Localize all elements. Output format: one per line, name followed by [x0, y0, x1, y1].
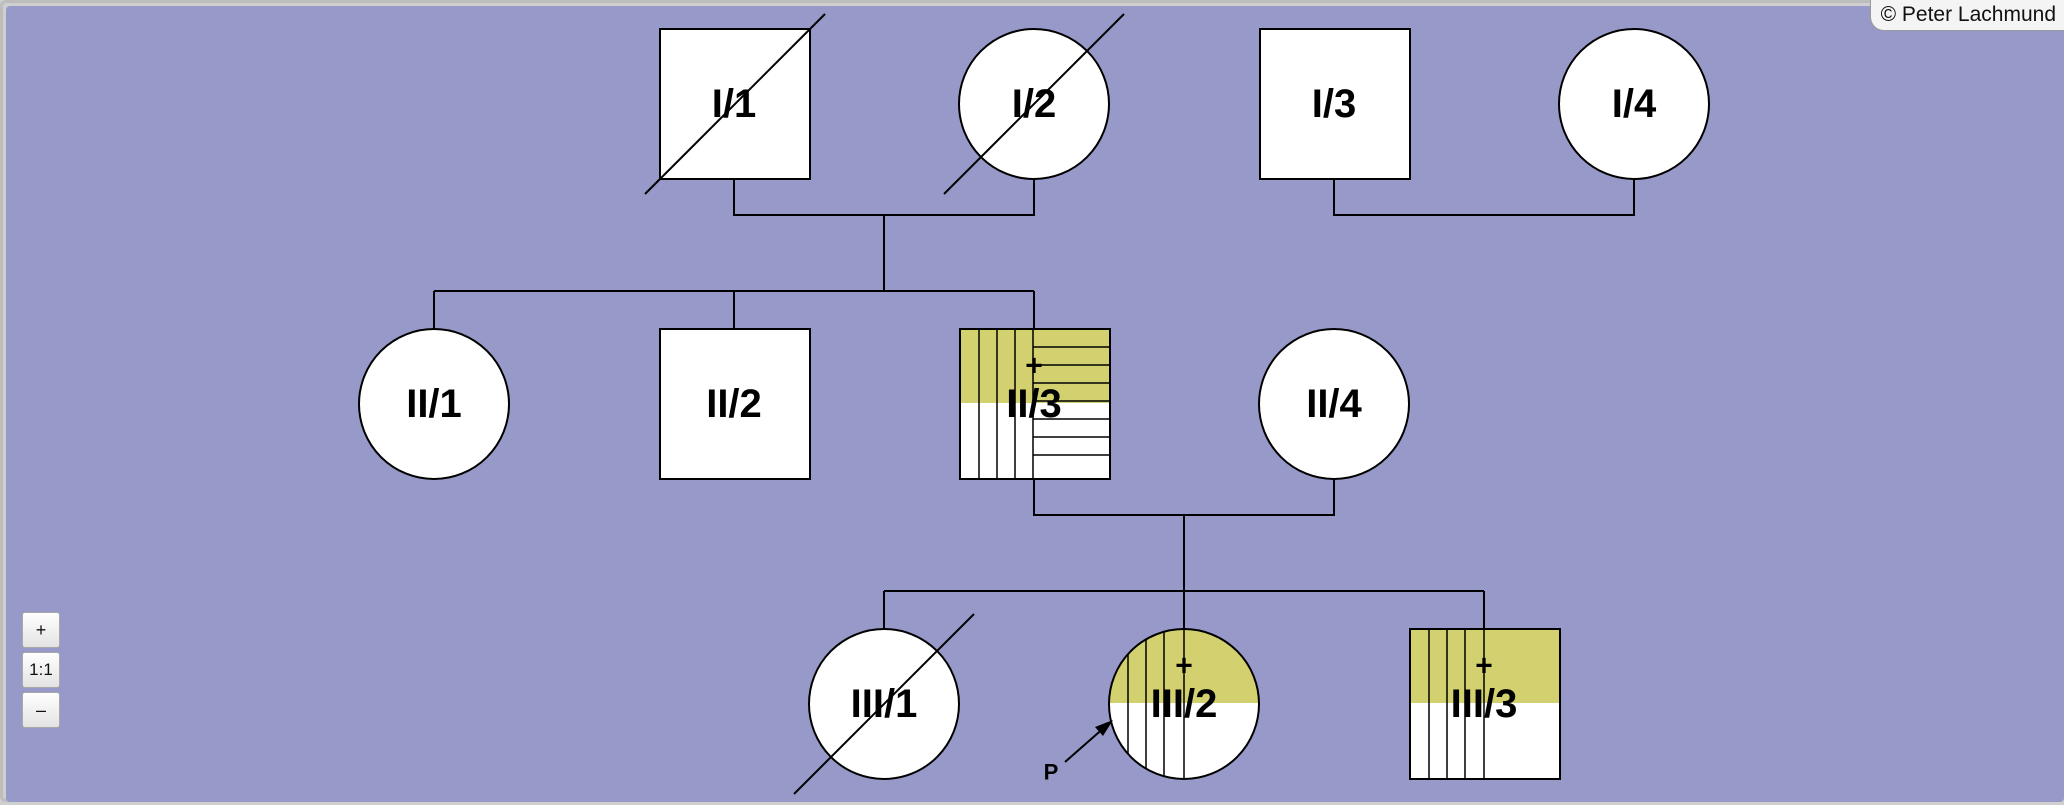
deceased-slash [793, 613, 975, 795]
individual-ii1[interactable]: II/1 [358, 328, 510, 480]
male-symbol [959, 328, 1111, 480]
male-symbol [659, 328, 811, 480]
individual-label: III/3 [1451, 682, 1518, 726]
individual-iii3[interactable]: + III/3 [1409, 628, 1561, 780]
horizontal-hatching [1033, 346, 1110, 456]
copyright-notice: © Peter Lachmund [1869, 0, 2064, 31]
individual-label: I/3 [1312, 82, 1356, 126]
individual-label: III/1 [851, 682, 918, 726]
carrier-plus-marker: + [1175, 650, 1193, 683]
individual-ii4[interactable]: II/4 [1258, 328, 1410, 480]
pedigree-diagram: I/1 I/2 I/3 I/4 II/1 II/2 [6, 6, 2064, 802]
individual-iii1[interactable]: III/1 [793, 613, 975, 795]
individual-label: II/4 [1306, 382, 1362, 426]
zoom-out-button[interactable]: – [22, 692, 60, 728]
zoom-controls: + 1:1 – [22, 612, 62, 732]
vertical-hatching [978, 329, 1034, 479]
mating-line-i3-i4 [1333, 179, 1635, 216]
affected-shading [960, 329, 1110, 403]
carrier-plus-marker: + [1025, 350, 1043, 383]
zoom-in-button[interactable]: + [22, 612, 60, 648]
female-symbol [1558, 28, 1710, 180]
affected-pattern [960, 329, 1110, 479]
zoom-reset-button[interactable]: 1:1 [22, 652, 60, 688]
individual-label: I/2 [1012, 82, 1056, 126]
individual-ii2[interactable]: II/2 [659, 328, 811, 480]
proband-label: P [1044, 760, 1059, 785]
individual-i3[interactable]: I/3 [1259, 28, 1411, 180]
vertical-hatching [1428, 629, 1485, 779]
individual-i1[interactable]: I/1 [644, 13, 826, 195]
male-symbol [1259, 28, 1411, 180]
male-symbol [1409, 628, 1561, 780]
individual-label: II/2 [706, 382, 762, 426]
affected-pattern [1410, 629, 1560, 779]
deceased-slash [943, 13, 1125, 195]
individual-iii2[interactable]: + III/2 [1108, 591, 1260, 780]
female-symbol [1258, 328, 1410, 480]
carrier-plus-marker: + [1475, 650, 1493, 683]
deceased-slash [644, 13, 826, 195]
proband-arrow-icon [1095, 720, 1113, 736]
individual-label: II/3 [1006, 382, 1062, 426]
individual-i2[interactable]: I/2 [943, 13, 1125, 195]
individual-ii3[interactable]: + II/3 [959, 328, 1111, 480]
individual-label: III/2 [1151, 682, 1218, 726]
female-symbol [358, 328, 510, 480]
individual-label: I/4 [1612, 82, 1657, 126]
affected-shading [1410, 629, 1560, 703]
individual-label: II/1 [406, 382, 462, 426]
individual-i4[interactable]: I/4 [1558, 28, 1710, 180]
proband-indicator: P [1044, 720, 1113, 785]
proband-arrow-shaft [1064, 725, 1107, 763]
individual-label: I/1 [712, 82, 756, 126]
